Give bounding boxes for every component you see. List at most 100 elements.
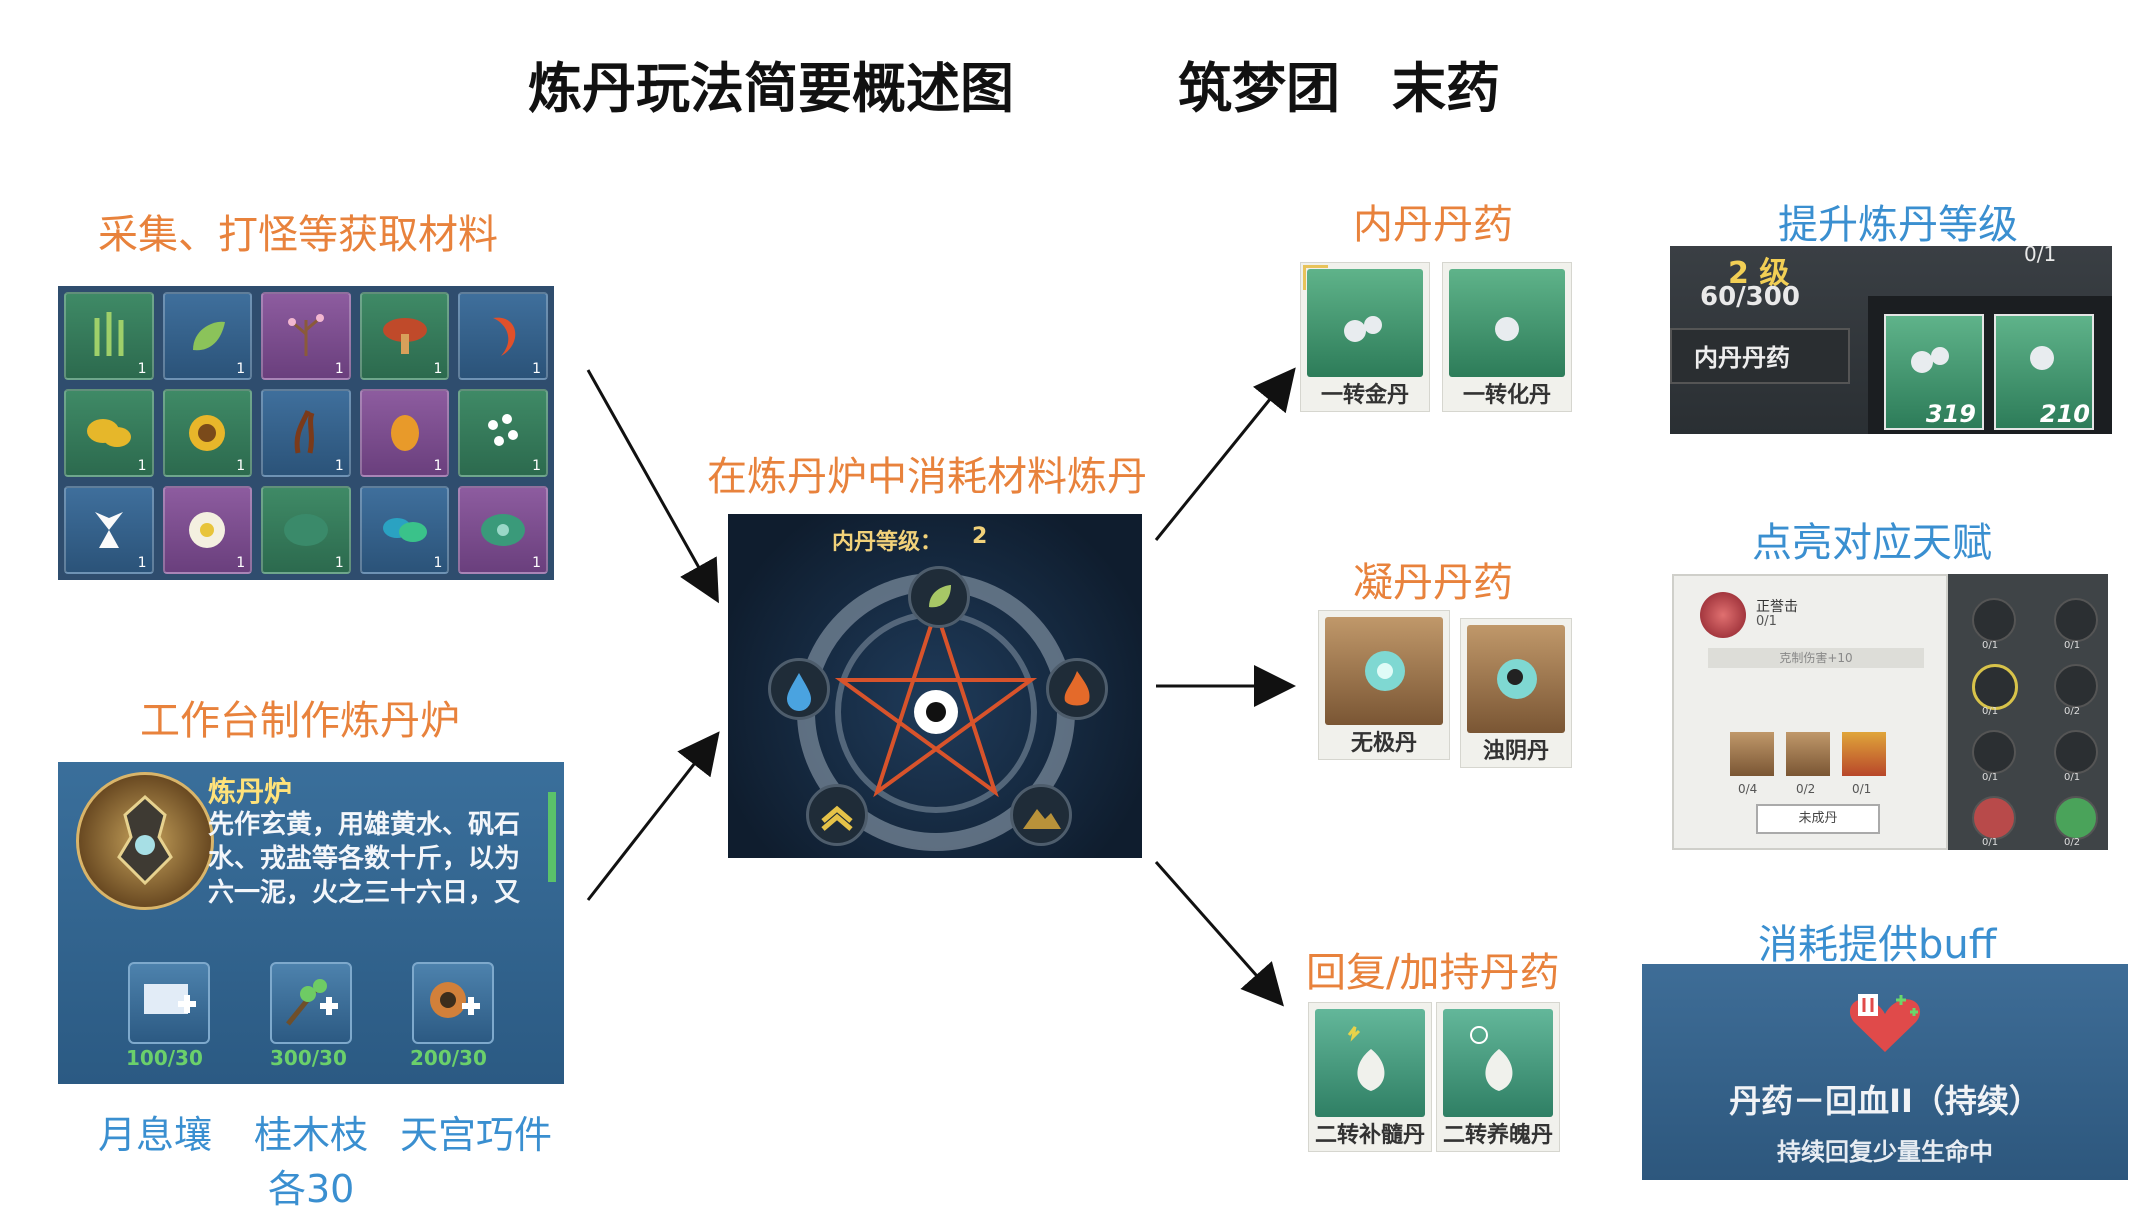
- material-icon: [189, 415, 226, 451]
- material-slot-branch[interactable]: [270, 962, 352, 1044]
- pill-name: 无极丹: [1350, 731, 1417, 756]
- talent-name: 正誉击: [1756, 599, 1798, 615]
- arrow-materials-to-center: [586, 369, 719, 604]
- level-pill-2[interactable]: 210: [1994, 314, 2094, 430]
- scrollbar[interactable]: [548, 792, 556, 882]
- material-qty: 1: [433, 458, 443, 474]
- material-icon: [382, 518, 427, 542]
- talent-node[interactable]: [2054, 796, 2098, 840]
- material-qty: 1: [236, 555, 246, 571]
- tab-label: 内丹丹药: [1694, 344, 1790, 372]
- node-count: 0/2: [2064, 837, 2081, 848]
- material-slot[interactable]: 1: [261, 486, 351, 574]
- material-slot[interactable]: 1: [64, 486, 154, 574]
- material-icon: [493, 317, 516, 356]
- slot-count-1: 0/4: [1738, 782, 1758, 796]
- material-icon: [283, 514, 328, 546]
- talent-button[interactable]: 未成丹: [1756, 804, 1880, 834]
- material-icon: [488, 414, 519, 446]
- material-icon: [189, 512, 226, 548]
- material-icon: [390, 415, 419, 451]
- inner-pills-heading: 内丹丹药: [1353, 202, 1513, 248]
- furnace-desc-2: 水、戎盐等各数十斤，以为: [208, 844, 521, 874]
- slot-count-3: 0/1: [1852, 782, 1872, 796]
- center-heading: 在炼丹炉中消耗材料炼丹: [707, 454, 1147, 500]
- material-qty: 1: [334, 361, 344, 377]
- alchemy-level-panel: 2 级 60/300 0/1 内丹丹药 319 210: [1670, 246, 2112, 434]
- furnace-desc-1: 先作玄黄，用雄黄水、矾石: [208, 810, 521, 840]
- material-slot[interactable]: 1: [64, 389, 154, 477]
- furnace-card: 炼丹炉 先作玄黄，用雄黄水、矾石 水、戎盐等各数十斤，以为 六一泥，火之三十六日…: [58, 762, 564, 1084]
- material-slot[interactable]: 1: [162, 389, 253, 477]
- slot-count-2: 0/2: [1796, 782, 1816, 796]
- earth-element-icon[interactable]: [1010, 784, 1072, 846]
- node-count: 0/2: [2064, 706, 2081, 717]
- pill-card-recover-2[interactable]: 二转养魄丹: [1436, 1002, 1560, 1152]
- node-count: 0/1: [2064, 640, 2081, 651]
- pill-name: 一转金丹: [1320, 383, 1409, 408]
- talent-node[interactable]: [2054, 730, 2098, 774]
- pill-card-condense-2[interactable]: 浊阴丹: [1460, 618, 1572, 768]
- inner-pill-tab[interactable]: 内丹丹药: [1670, 328, 1850, 384]
- buff-desc: 持续回复少量生命中: [1777, 1138, 1993, 1166]
- furnace-title: 炼丹炉: [208, 775, 293, 808]
- talent-node[interactable]: [2054, 664, 2098, 708]
- pill-name: 二转补髓丹: [1314, 1123, 1425, 1148]
- metal-element-icon[interactable]: [806, 784, 868, 846]
- level-progress: 60/300: [1700, 282, 1800, 312]
- talent-node[interactable]: [1972, 796, 2016, 840]
- talent-slot-3[interactable]: [1842, 732, 1886, 776]
- node-count: 0/1: [2064, 772, 2081, 783]
- author-name: 末药: [1392, 57, 1500, 120]
- material-icon: [287, 314, 324, 356]
- material-slot[interactable]: 1: [261, 389, 351, 477]
- workbench-item-3: 天宫巧件: [400, 1113, 553, 1157]
- material-icon: [382, 318, 427, 354]
- material-slot[interactable]: 1: [64, 292, 154, 380]
- material-qty: 1: [236, 361, 246, 377]
- material-slot[interactable]: 1: [458, 292, 548, 380]
- level-label: 内丹等级：: [832, 530, 943, 555]
- material-slot-part[interactable]: [412, 962, 494, 1044]
- material-slot[interactable]: 1: [359, 292, 450, 380]
- material-count-3: 200/30: [410, 1046, 487, 1070]
- material-count-2: 300/30: [270, 1046, 347, 1070]
- node-count: 0/1: [1982, 772, 1999, 783]
- material-icon: [94, 512, 123, 548]
- talent-node[interactable]: [2054, 598, 2098, 642]
- page-title: 炼丹玩法简要概述图: [528, 57, 1014, 120]
- water-element-icon[interactable]: [768, 658, 830, 720]
- material-slot[interactable]: 1: [458, 389, 548, 477]
- wood-element-icon[interactable]: [908, 566, 970, 628]
- material-slot[interactable]: 1: [261, 292, 351, 380]
- pill-card-recover-1[interactable]: 二转补髓丹: [1308, 1002, 1432, 1152]
- alchemy-panel: 内丹等级： 2: [728, 514, 1142, 858]
- material-icon: [481, 514, 526, 546]
- material-icon: [193, 321, 226, 351]
- level-value: 2: [972, 524, 988, 549]
- pill-card-inner-1[interactable]: 一转金丹: [1300, 262, 1430, 412]
- team-name: 筑梦团: [1178, 57, 1340, 120]
- material-slot[interactable]: 1: [359, 389, 450, 477]
- buff-heading: 消耗提供buff: [1758, 922, 1997, 968]
- fire-element-icon[interactable]: [1046, 658, 1108, 720]
- material-qty: 1: [433, 555, 443, 571]
- level-pill-1[interactable]: 319: [1884, 314, 1984, 430]
- talent-node[interactable]: [1972, 598, 2016, 642]
- talent-slot-2[interactable]: [1786, 732, 1830, 776]
- material-slot[interactable]: 1: [162, 292, 253, 380]
- material-slot[interactable]: 1: [162, 486, 253, 574]
- material-slot[interactable]: 1: [458, 486, 548, 574]
- talent-node-selected[interactable]: [1972, 664, 2018, 710]
- pill-count: 210: [2039, 400, 2090, 428]
- pill-card-inner-2[interactable]: 一转化丹: [1442, 262, 1572, 412]
- talent-slot-1[interactable]: [1730, 732, 1774, 776]
- talent-node[interactable]: [1972, 730, 2016, 774]
- material-slot-soil[interactable]: [128, 962, 210, 1044]
- material-qty: 1: [137, 458, 147, 474]
- pill-card-condense-1[interactable]: 无极丹: [1318, 610, 1450, 760]
- workbench-heading: 工作台制作炼丹炉: [140, 698, 460, 744]
- buff-title: 丹药－回血II（持续）: [1729, 1082, 2041, 1120]
- material-slot[interactable]: 1: [359, 486, 450, 574]
